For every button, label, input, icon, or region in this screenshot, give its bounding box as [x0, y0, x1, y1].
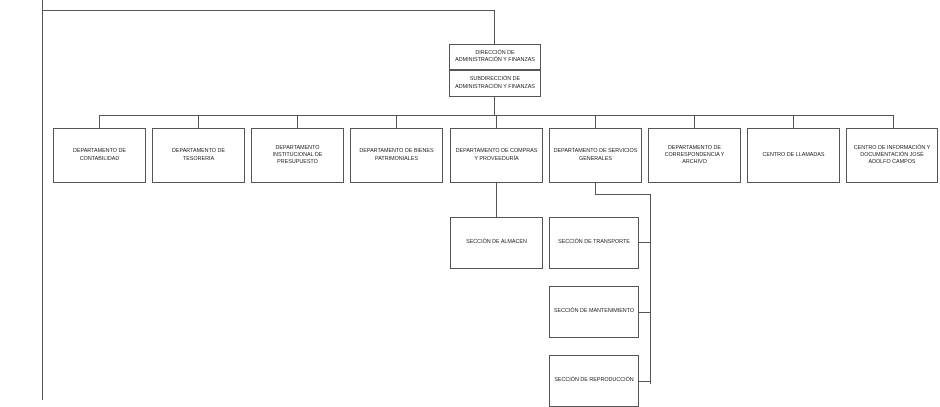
subdirector-label: SUBDIRECCIÓN DE ADMINISTRACIÓN Y FINANZA… — [455, 76, 535, 90]
department-label: DEPARTAMENTO INSTITUCIONAL DE PRESUPUEST… — [272, 144, 323, 166]
department-box: CENTRO DE INFORMACIÓN Y DOCUMENTACIÓN JO… — [846, 128, 938, 183]
connector-drop — [297, 115, 298, 128]
director-label: DIRECCIÓN DE ADMINISTRACIÓN Y FINANZAS — [455, 49, 535, 63]
section-label: SECCIÓN DE MANTENIMIENTO — [553, 308, 635, 315]
department-box: DEPARTAMENTO INSTITUCIONAL DE PRESUPUEST… — [251, 128, 344, 183]
connector-frame-top — [42, 10, 495, 11]
section-box-mantenimiento: SECCIÓN DE MANTENIMIENTO — [549, 286, 639, 338]
department-label: DEPARTAMENTO DE SERVICIOS GENERALES — [553, 148, 638, 162]
connector-to-director — [494, 10, 495, 44]
director-box: DIRECCIÓN DE ADMINISTRACIÓN Y FINANZAS — [449, 44, 541, 70]
section-box-transporte: SECCIÓN DE TRANSPORTE — [549, 217, 639, 269]
connector-compras-to-almacen — [496, 183, 497, 217]
section-label: SECCIÓN DE REPRODUCCIÓN — [554, 377, 634, 384]
connector-section-stub — [639, 381, 651, 382]
department-label: DEPARTAMENTO DE BIENES PATRIMONIALES — [359, 148, 434, 162]
connector-section-stub — [639, 242, 651, 243]
department-box: DEPARTAMENTO DE CORRESPONDENCIA Y ARCHIV… — [648, 128, 741, 183]
section-box-almacen: SECCIÓN DE ALMACÉN — [450, 217, 543, 269]
department-box: DEPARTAMENTO DE COMPRAS Y PROVEEDURÍA — [450, 128, 543, 183]
connector-section-stub — [639, 312, 651, 313]
department-box: DEPARTAMENTO DE SERVICIOS GENERALES — [549, 128, 642, 183]
department-label: CENTRO DE LLAMADAS — [762, 151, 825, 158]
department-box: DEPARTAMENTO DE CONTABILIDAD — [53, 128, 146, 183]
connector-drop — [496, 115, 497, 128]
section-box-reproduccion: SECCIÓN DE REPRODUCCIÓN — [549, 355, 639, 407]
department-label: DEPARTAMENTO DE COMPRAS Y PROVEEDURÍA — [455, 148, 538, 162]
section-label: SECCIÓN DE ALMACÉN — [466, 239, 527, 246]
department-label: DEPARTAMENTO DE TESORERÍA — [172, 148, 225, 162]
connector-drop — [396, 115, 397, 128]
connector-drop — [893, 115, 894, 128]
connector-drop — [595, 115, 596, 128]
subdirector-box: SUBDIRECCIÓN DE ADMINISTRACIÓN Y FINANZA… — [449, 70, 541, 97]
department-label: DEPARTAMENTO DE CONTABILIDAD — [73, 148, 126, 162]
department-box: DEPARTAMENTO DE BIENES PATRIMONIALES — [350, 128, 443, 183]
connector-drop — [99, 115, 100, 128]
connector-servicios-spine — [650, 194, 651, 384]
section-label: SECCIÓN DE TRANSPORTE — [558, 239, 630, 246]
connector-servicios-elbow — [595, 194, 650, 195]
connector-drop — [694, 115, 695, 128]
connector-drop — [793, 115, 794, 128]
department-box: DEPARTAMENTO DE TESORERÍA — [152, 128, 245, 183]
connector-drop — [198, 115, 199, 128]
connector-servicios-elbow — [595, 183, 596, 194]
department-label: CENTRO DE INFORMACIÓN Y DOCUMENTACIÓN JO… — [853, 144, 931, 166]
department-box: CENTRO DE LLAMADAS — [747, 128, 840, 183]
connector-frame-left — [42, 0, 43, 400]
department-label: DEPARTAMENTO DE CORRESPONDENCIA Y ARCHIV… — [664, 144, 725, 166]
connector-director-to-bus — [494, 97, 495, 115]
